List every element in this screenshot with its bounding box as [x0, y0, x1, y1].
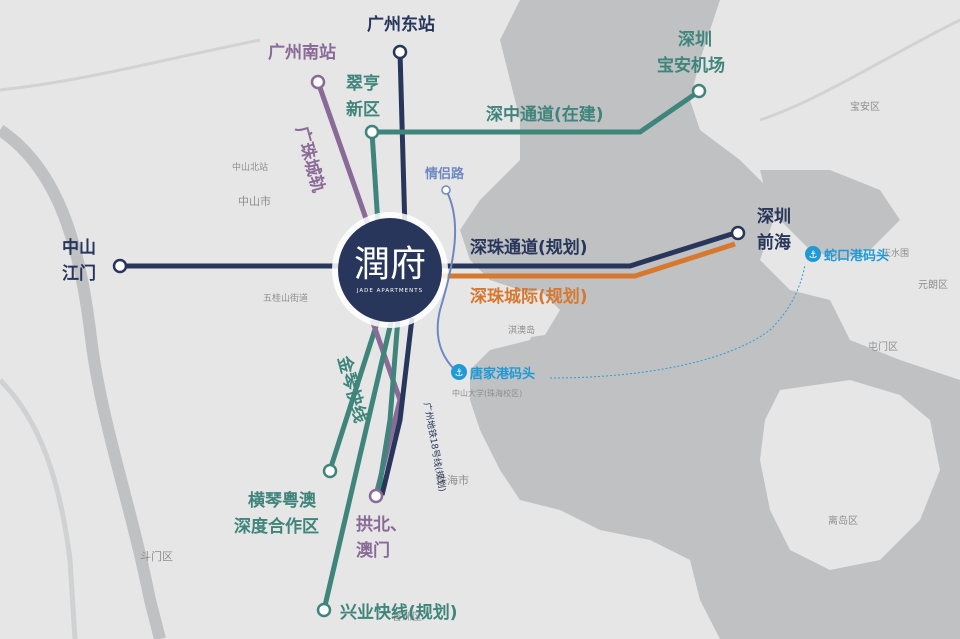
port-shekou[interactable]: ⚓ 蛇口港码头	[805, 246, 889, 264]
line-cuiheng-spur	[369, 131, 381, 226]
label-cuiheng-1: 翠亨	[346, 73, 380, 94]
label-shenzhu-channel: 深珠通道(规划)	[470, 237, 588, 258]
line-guangzhou-east	[397, 51, 408, 231]
label-hengqin-2: 深度合作区	[234, 516, 319, 537]
line-gongbei-teal	[375, 317, 401, 496]
node-zhongshan-jiangmen[interactable]	[112, 258, 128, 274]
label-wugui: 五桂山街道	[263, 292, 308, 304]
node-qianhai[interactable]	[730, 225, 746, 241]
label-zhongshan-uni: 中山大学(珠海校区)	[452, 388, 522, 398]
line-shenzhu-channel	[440, 230, 736, 269]
label-xiangzhou: 香洲区	[392, 611, 422, 623]
port-tangjia[interactable]: ⚓ 唐家港码头	[451, 364, 535, 382]
label-qinglv: 情侣路	[425, 166, 465, 182]
small-river	[0, 378, 78, 639]
station-nodes	[112, 44, 746, 618]
label-xingye: 兴业快线(规划)	[340, 602, 458, 623]
ship-icon: ⚓	[455, 368, 464, 379]
line-guangzhou-south	[315, 81, 373, 231]
line-shenzhu-intercity	[440, 241, 736, 279]
shenzhen-bay	[760, 170, 900, 260]
label-qiao: 淇澳岛	[508, 324, 535, 336]
label-gongbei-2: 澳门	[356, 540, 390, 561]
label-shekou: 蛇口港码头	[824, 248, 889, 264]
highway-left	[0, 38, 261, 92]
line-shenzhong	[372, 89, 700, 135]
line-qinglv	[436, 189, 457, 371]
label-guangzhou-east: 广州东站	[367, 14, 435, 35]
label-tangjia: 唐家港码头	[470, 366, 535, 382]
node-cuiheng[interactable]	[364, 124, 380, 140]
node-guangzhou-south[interactable]	[310, 74, 326, 90]
line-jinqin	[327, 319, 381, 471]
node-guangzhou-east[interactable]	[392, 44, 408, 60]
ferry-route	[549, 264, 806, 379]
label-yuanlang: 元朗区	[918, 279, 948, 291]
node-hengqin[interactable]	[322, 463, 338, 479]
label-qianhai-2: 前海	[757, 232, 791, 253]
label-tunmen: 屯门区	[868, 340, 898, 353]
label-gongbei-1: 拱北、	[356, 514, 407, 535]
label-cuiheng-2: 新区	[346, 99, 380, 120]
west-river	[0, 125, 166, 639]
node-baoan-airport[interactable]	[691, 83, 707, 99]
label-shenzhu-intercity: 深珠城际(规划)	[470, 286, 588, 307]
node-qinglv[interactable]	[441, 185, 451, 195]
hongkong-land	[840, 250, 960, 360]
node-xingye[interactable]	[316, 602, 332, 618]
center-emblem[interactable]: 潤府 JADE APARTMENTS	[332, 212, 448, 328]
center-name-cn: 潤府	[354, 244, 426, 285]
line-xingye	[321, 317, 395, 611]
label-zhongshan-1: 中山	[62, 237, 96, 258]
label-zhongshan-city: 中山市	[238, 194, 271, 208]
label-guangzhou-south: 广州南站	[268, 42, 336, 63]
label-baoan-2: 宝安机场	[657, 55, 725, 76]
label-zhongshan-north: 中山北站	[232, 161, 268, 173]
label-lantau: 离岛区	[828, 514, 858, 527]
label-hengqin-1: 横琴粤澳	[248, 490, 317, 511]
lantau-island	[760, 380, 940, 570]
label-qianhai-1: 深圳	[757, 206, 791, 227]
qiao-island	[495, 290, 560, 340]
label-shenzhong: 深中通道(在建)	[486, 104, 604, 125]
label-doumen: 斗门区	[140, 549, 173, 563]
center-name-en: JADE APARTMENTS	[356, 288, 423, 294]
label-zhuhai-city: 珠海市	[436, 473, 469, 487]
line-metro18	[379, 317, 415, 496]
label-baoan: 宝安区	[850, 100, 880, 113]
node-gongbei[interactable]	[368, 488, 384, 504]
label-zhongshan-2: 江门	[62, 263, 96, 284]
ship-icon: ⚓	[809, 250, 818, 261]
highway-right	[759, 18, 960, 122]
label-tianshui: 天水围	[882, 247, 909, 259]
label-baoan-1: 深圳	[678, 29, 712, 50]
